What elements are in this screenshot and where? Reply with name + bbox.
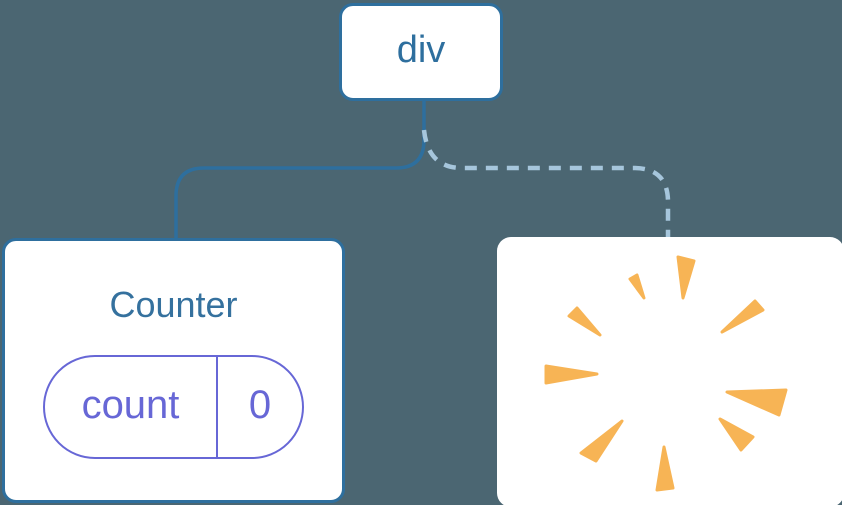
poof-ray: [676, 255, 696, 300]
solid-connector-line: [174, 99, 426, 242]
poof-ray: [544, 364, 599, 385]
poof-icon: [544, 255, 788, 492]
poof-ray: [567, 306, 602, 337]
div-node-label: div: [396, 29, 446, 71]
poof-ray: [628, 273, 646, 300]
poof-ray: [725, 388, 788, 417]
removed-node: [497, 237, 842, 505]
dashed-connector-line: [421, 129, 671, 238]
poof-ray: [718, 417, 755, 452]
poof-ray: [579, 419, 624, 463]
state-pill: count 0: [43, 355, 304, 459]
counter-node-title: Counter: [109, 284, 238, 325]
state-key-label: count: [81, 383, 180, 427]
state-value-label: 0: [216, 357, 302, 457]
counter-node: Counter count 0: [2, 238, 345, 503]
poof-ray: [655, 445, 675, 492]
poof-ray: [720, 299, 765, 334]
div-node: div: [339, 3, 503, 101]
